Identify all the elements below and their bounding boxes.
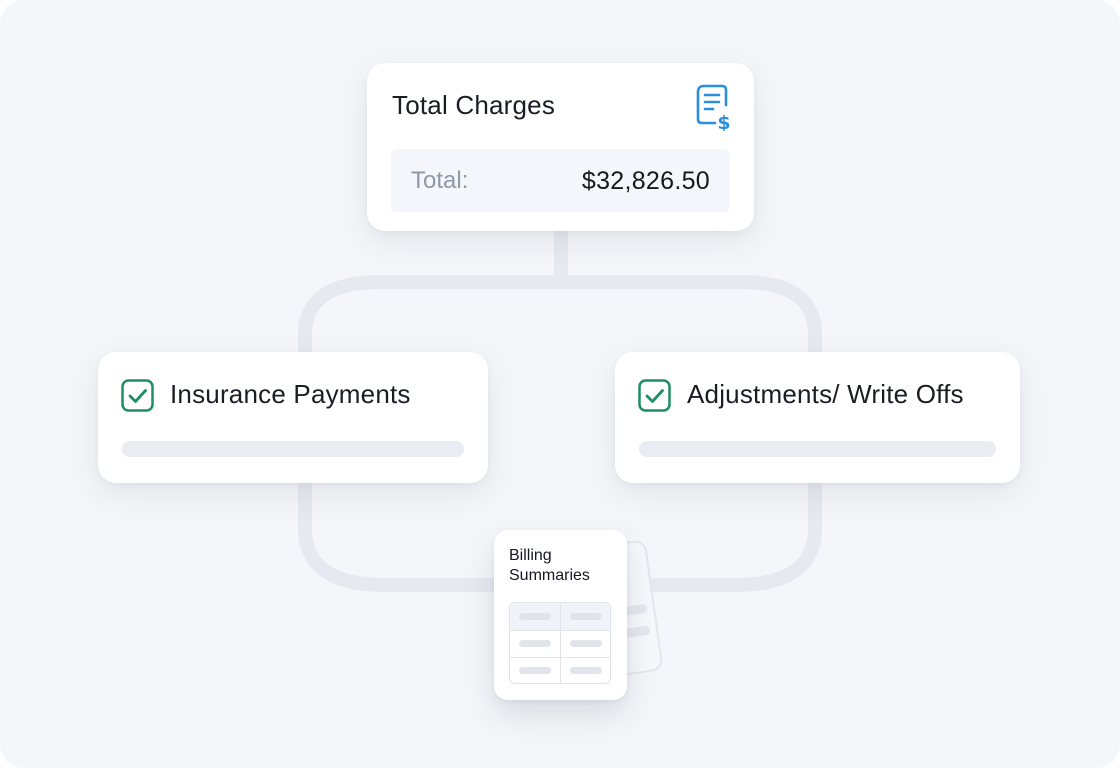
total-label: Total: <box>411 167 469 194</box>
insurance-payments-placeholder-bar <box>122 441 464 457</box>
total-value: $32,826.50 <box>581 167 710 195</box>
billing-summaries-title: Billing Summaries <box>509 546 590 586</box>
invoice-dollar-icon: $ <box>696 84 731 131</box>
table-cell-placeholder <box>570 640 602 647</box>
billing-title-line1: Billing <box>509 547 552 564</box>
right-merge-connector <box>648 476 822 592</box>
table-cell-placeholder <box>570 613 602 620</box>
billing-summaries-card: Billing Summaries <box>494 530 627 700</box>
adjustments-write-offs-label: Adjustments/ Write Offs <box>687 379 964 409</box>
table-cell-placeholder <box>519 667 551 674</box>
adjustments-placeholder-bar <box>639 441 996 457</box>
checkbox-checked-icon <box>121 379 154 412</box>
billing-summary-table <box>509 602 611 684</box>
top-branch-connector <box>298 275 822 359</box>
insurance-payments-card: Insurance Payments <box>98 352 488 483</box>
table-column-divider <box>560 603 561 683</box>
total-row: Total: $32,826.50 <box>391 149 730 212</box>
table-cell-placeholder <box>519 640 551 647</box>
table-cell-placeholder <box>519 613 551 620</box>
adjustments-write-offs-card: Adjustments/ Write Offs <box>615 352 1020 483</box>
billing-title-line2: Summaries <box>509 567 590 584</box>
svg-text:$: $ <box>717 112 730 131</box>
table-cell-placeholder <box>570 667 602 674</box>
insurance-payments-label: Insurance Payments <box>170 379 411 409</box>
left-merge-connector <box>298 476 501 592</box>
total-charges-card: Total Charges $ Total: $32,826.50 <box>367 63 754 231</box>
total-charges-title: Total Charges <box>392 90 556 120</box>
checkbox-checked-icon <box>638 379 671 412</box>
